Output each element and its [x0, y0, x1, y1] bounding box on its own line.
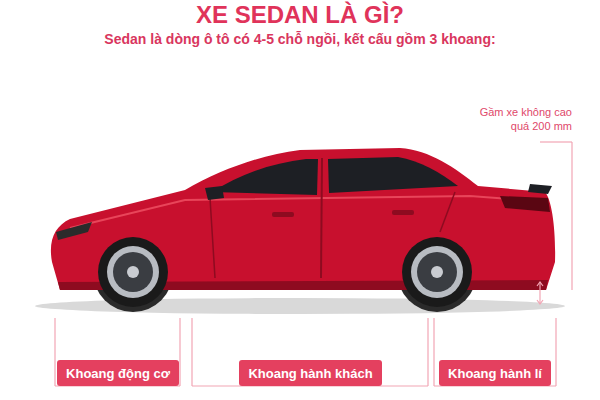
body-crease	[70, 196, 548, 228]
front-window	[212, 159, 318, 195]
subtitle: Sedan là dòng ô tô có 4-5 chỗ ngồi, kết …	[10, 31, 590, 49]
front-wheel	[98, 237, 168, 307]
door-line	[210, 198, 215, 278]
taillight	[500, 196, 550, 212]
rear-window	[328, 157, 458, 193]
door-line	[440, 192, 455, 232]
door-line	[321, 158, 322, 278]
title: XE SEDAN LÀ GÌ?	[0, 1, 600, 28]
compartment-label-text: Khoang động cơ	[66, 366, 170, 381]
side-mirror	[205, 186, 224, 200]
door-handle	[392, 210, 414, 215]
compartment-label: Khoang động cơ	[57, 360, 179, 386]
compartment-label-text: Khoang hành lí	[448, 366, 542, 381]
dimension-line	[537, 142, 572, 304]
spoiler	[528, 184, 552, 194]
headlight	[56, 222, 92, 240]
rear-wheel	[402, 237, 472, 307]
compartment-label: Khoang hành khách	[239, 360, 382, 386]
compartment-label-text: Khoang hành khách	[248, 366, 372, 381]
compartment-label: Khoang hành lí	[439, 360, 551, 386]
dimension-note: Gầm xe không cao quá 200 mm	[470, 106, 572, 134]
compartment-bracket	[55, 318, 556, 386]
door-handle	[272, 212, 294, 217]
